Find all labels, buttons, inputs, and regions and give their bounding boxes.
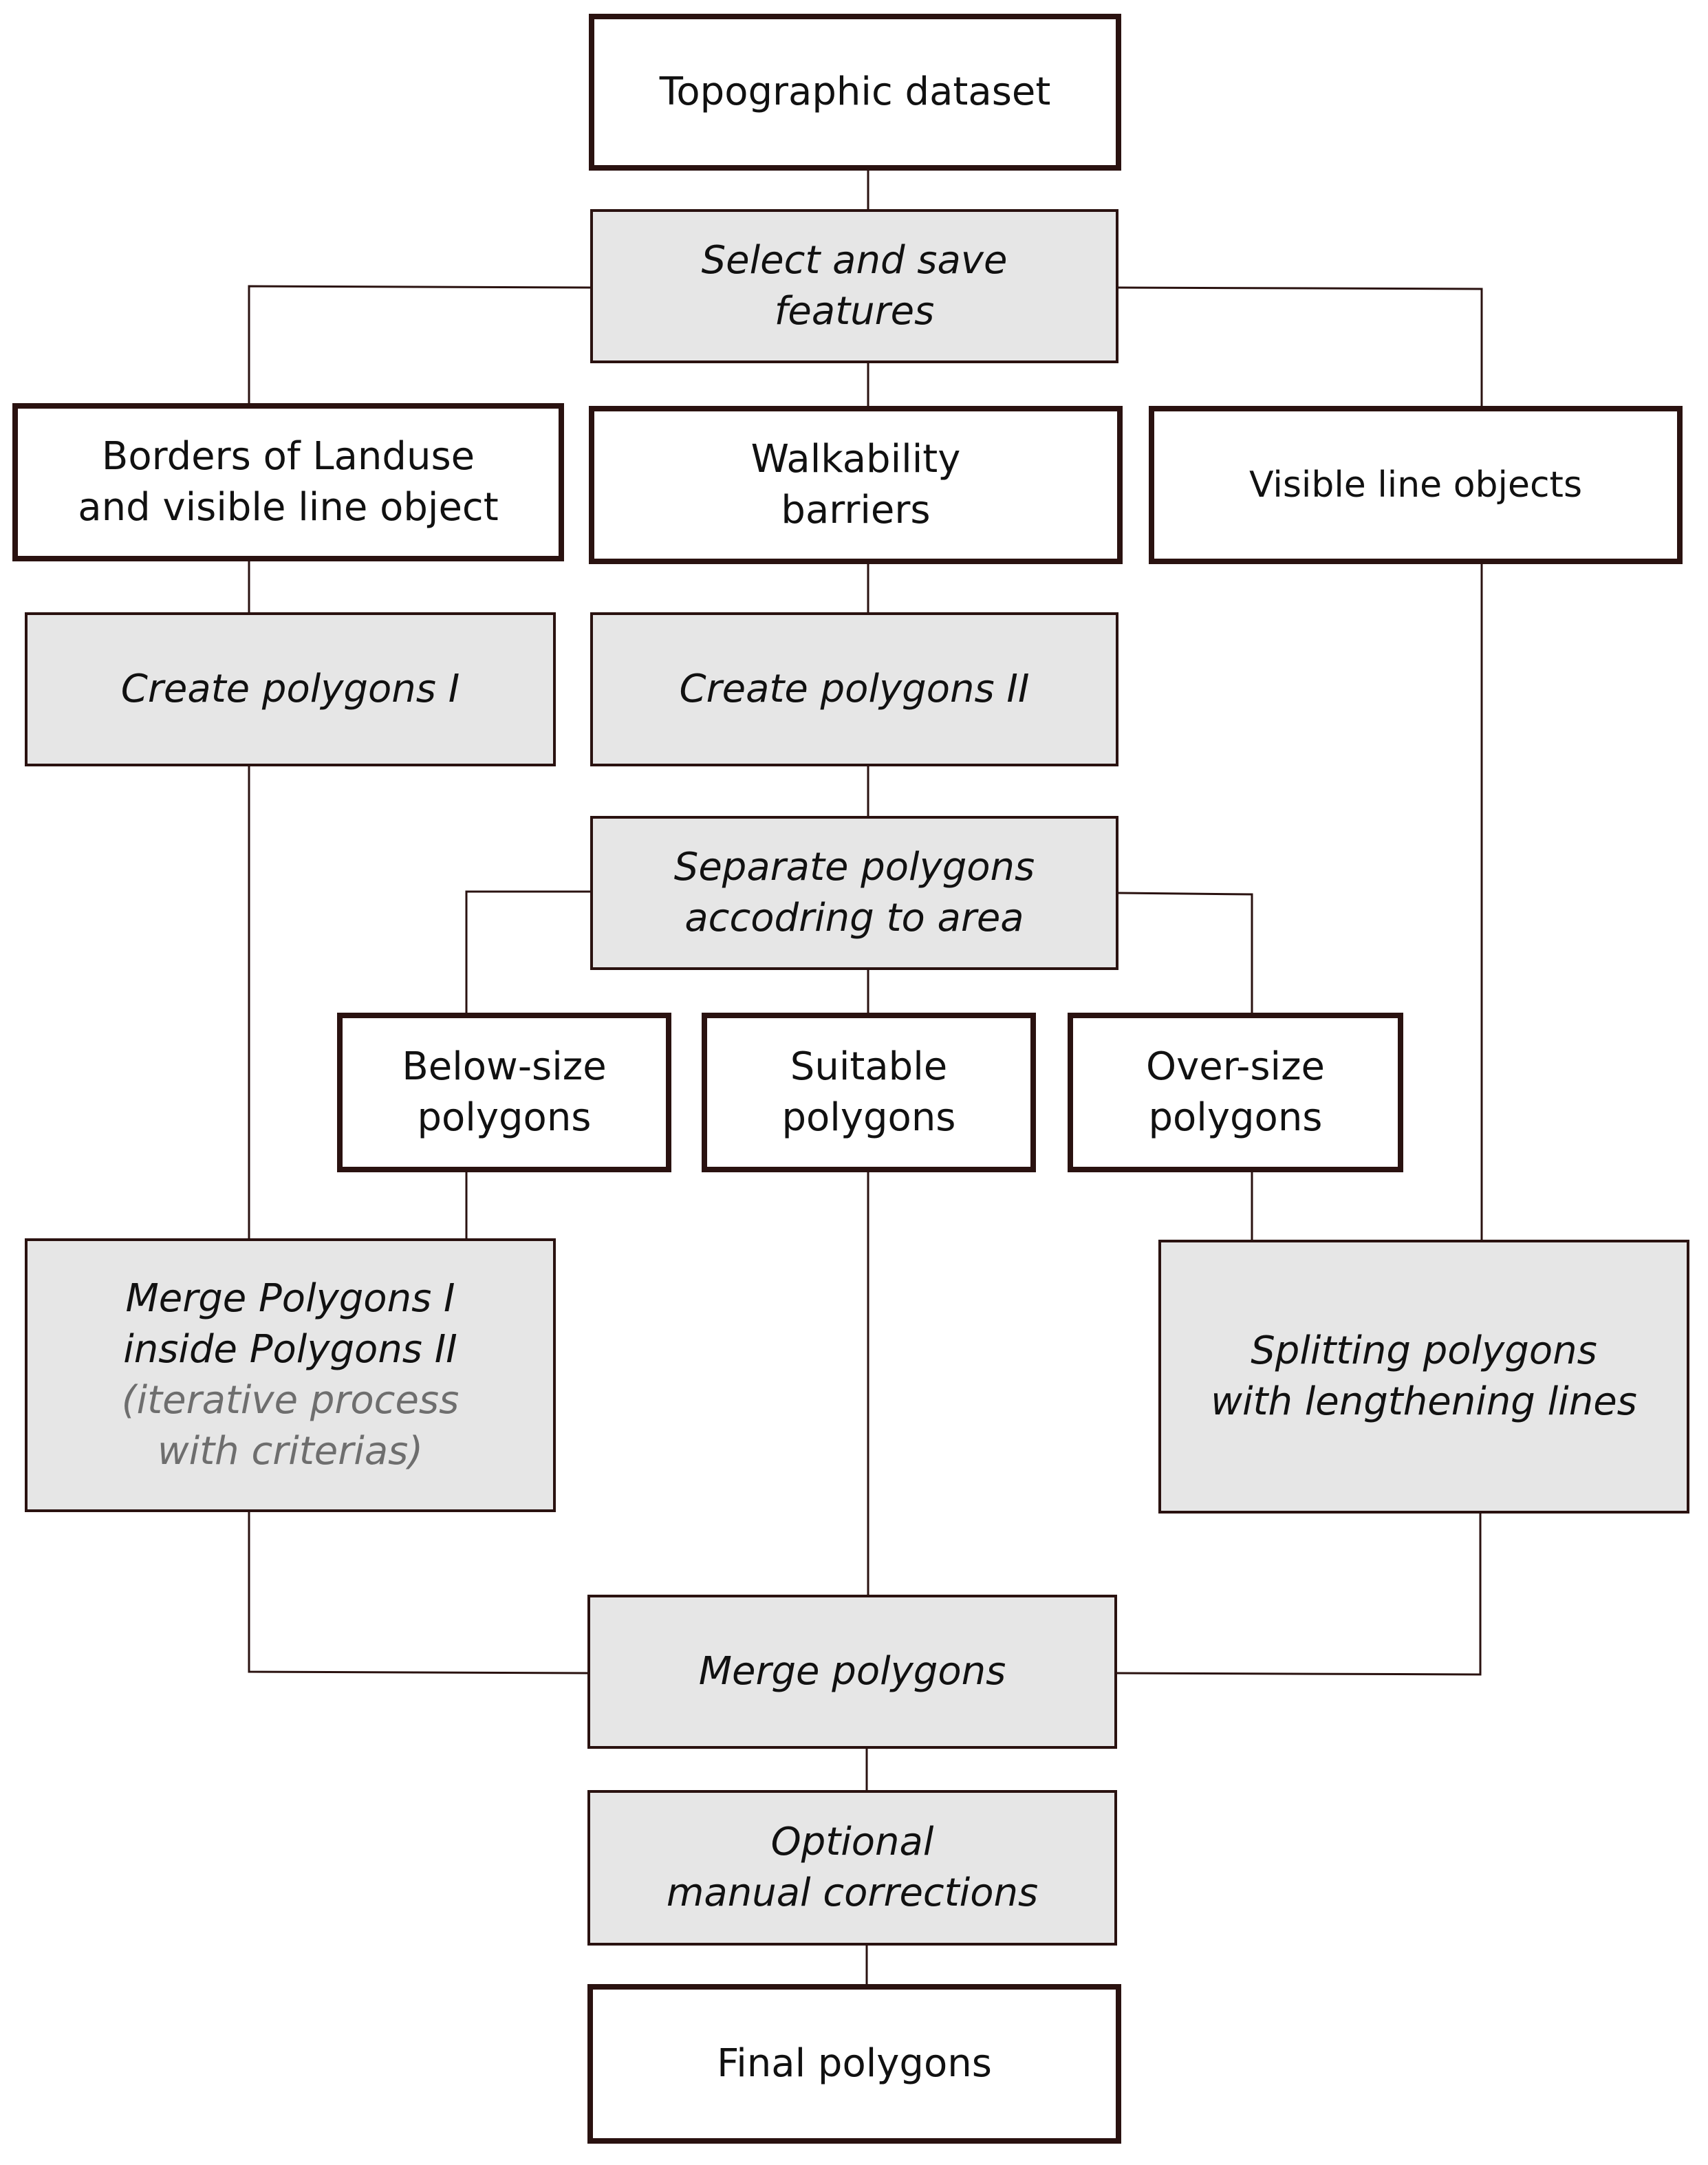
node-text: Below-size [402,1044,607,1089]
node-walkability-barriers: Walkability barriers [589,406,1123,564]
node-text: Create polygons II [679,667,1030,711]
node-text: Optional [770,1820,934,1864]
node-note: (iterative process [121,1378,460,1423]
node-text: barriers [781,488,931,532]
node-over-size-polygons: Over-size polygons [1068,1013,1403,1172]
connector-select-borders [248,285,592,405]
node-separate-polygons: Separate polygons accodring to area [590,816,1118,970]
node-topographic-dataset: Topographic dataset [589,14,1121,171]
node-text: Over-size [1146,1044,1325,1089]
node-text: Merge Polygons I [125,1276,455,1321]
node-text: Borders of Landuse [101,434,475,479]
node-optional-corrections: Optional manual corrections [587,1790,1117,1946]
node-create-polygons-2: Create polygons II [590,612,1118,766]
node-select-save-features: Select and save features [590,209,1118,363]
node-text: Create polygons I [120,667,460,711]
connector-merge12-merge [248,1511,590,1674]
node-final-polygons: Final polygons [587,1984,1121,2144]
connector-splitting-merge [1115,1512,1482,1676]
node-text: polygons [1148,1095,1323,1140]
node-splitting-polygons: Splitting polygons with lengthening line… [1158,1240,1689,1514]
node-borders-landuse: Borders of Landuse and visible line obje… [12,403,564,561]
node-text: inside Polygons II [123,1327,457,1372]
node-text: manual corrections [666,1871,1039,1915]
node-text: and visible line object [78,485,499,530]
node-merge-polygons-1-2: Merge Polygons I inside Polygons II (ite… [25,1238,556,1512]
node-visible-line-objects: Visible line objects [1149,406,1683,564]
connector-separate-over-size [1118,892,1253,1015]
node-note: with criterias) [157,1429,424,1474]
node-text: Final polygons [717,2041,992,2086]
node-create-polygons-1: Create polygons I [25,612,556,766]
node-text: Splitting polygons [1251,1328,1597,1373]
node-text: Merge polygons [698,1649,1006,1694]
node-merge-polygons: Merge polygons [587,1595,1117,1749]
node-text: polygons [417,1095,592,1140]
node-text: Select and save [701,238,1008,283]
node-text: features [774,289,935,334]
node-suitable-polygons: Suitable polygons [702,1013,1036,1172]
node-text: Walkability [750,437,961,482]
node-text: Suitable [790,1044,948,1089]
node-below-size-polygons: Below-size polygons [337,1013,671,1172]
node-text: with lengthening lines [1211,1379,1637,1424]
node-text: accodring to area [684,896,1024,940]
node-text: Separate polygons [673,845,1035,890]
connector-separate-below-size [465,890,592,1015]
node-text: Visible line objects [1248,464,1583,506]
node-text: Topographic dataset [659,69,1051,114]
connector-select-visible-lines [1118,286,1483,407]
node-text: polygons [781,1095,956,1140]
